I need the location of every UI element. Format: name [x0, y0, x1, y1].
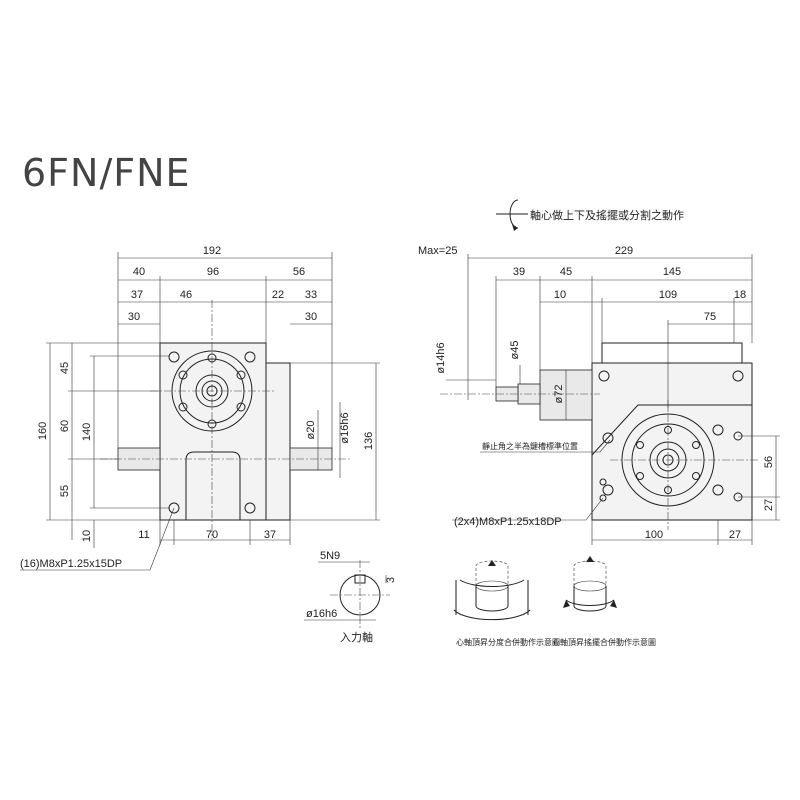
dim-height-bottom: 55 [59, 485, 71, 497]
dim-bottom-11: 11 [138, 529, 149, 541]
dim-h27: 27 [763, 499, 775, 511]
dim-h56: 56 [763, 456, 775, 468]
dim-39: 39 [513, 266, 525, 278]
front-view: 192 40 96 56 37 46 22 33 30 30 160 45 60… [20, 245, 380, 571]
dim-dia-14: ø14h6 [435, 342, 447, 373]
dim-b100: 100 [645, 529, 663, 541]
dim-dia-72: ø72 [553, 385, 565, 404]
dim-shaft-dia-16: ø16h6 [339, 412, 351, 443]
keyway-note: 靜止角之半為鍵槽標準位置 [482, 441, 578, 451]
dim-overall-width: 192 [203, 245, 221, 257]
side-view: Max=25 229 39 45 145 10 109 18 75 ø14h6 … [418, 245, 780, 545]
dim-height-total: 160 [37, 422, 49, 440]
dim-shaft-left-len: 30 [128, 311, 140, 323]
dim-right-b: 33 [305, 289, 317, 301]
rotation-arrow-icon [496, 199, 528, 231]
dim-height-mid: 60 [59, 420, 71, 432]
model-title: 6FN/FNE [22, 151, 191, 195]
front-side-plate [265, 362, 291, 521]
motion-diagram-index: 心軸頂昇分度合併動作示意圖 [453, 560, 560, 647]
key-detail: 5N9 3 ø16h6 入力軸 [304, 550, 397, 644]
dim-145: 145 [663, 266, 681, 278]
dim-bottom-37: 37 [264, 529, 276, 541]
motion-note: 軸心做上下及搖擺或分割之動作 [530, 208, 684, 222]
dim-left-offset: 40 [133, 266, 145, 278]
key-depth: 3 [385, 577, 397, 583]
dim-dia-45: ø45 [509, 341, 521, 360]
dim-height-10: 10 [81, 530, 93, 542]
side-housing [591, 362, 753, 521]
dim-right-a: 22 [272, 289, 284, 301]
dim-18: 18 [734, 289, 746, 301]
dim-overall: 229 [615, 245, 633, 257]
dim-max: Max=25 [418, 245, 457, 257]
dim-height-top: 45 [59, 362, 71, 374]
dim-109: 109 [659, 289, 677, 301]
front-callout: (16)M8xP1.25x15DP [20, 558, 122, 570]
side-callout: (2x4)M8xP1.25x18DP [454, 516, 562, 528]
dim-10: 10 [554, 289, 566, 301]
dim-shaft-left-a: 37 [131, 289, 143, 301]
dim-right-shaft-len: 30 [305, 311, 317, 323]
dim-center-span: 96 [207, 266, 219, 278]
dim-right-height: 136 [363, 432, 375, 450]
dim-75: 75 [704, 311, 716, 323]
dim-shaft-dia-20: ø20 [305, 421, 317, 440]
key-label: 入力軸 [340, 630, 373, 644]
motion-caption-oscillate: 心軸頂昇搖擺合併動作示意圖 [552, 637, 656, 647]
dim-height-140: 140 [81, 423, 93, 441]
dim-shaft-left-b: 46 [180, 289, 192, 301]
dim-bottom-70: 70 [206, 529, 218, 541]
side-flange-bolt-holes [636, 426, 700, 494]
side-corner-holes [598, 370, 744, 502]
dim-45: 45 [560, 266, 572, 278]
front-housing [159, 342, 267, 521]
motion-caption-index: 心軸頂昇分度合併動作示意圖 [456, 637, 560, 647]
dim-right-span: 56 [293, 266, 305, 278]
key-width: 5N9 [320, 550, 340, 562]
key-shaft-dia: ø16h6 [306, 608, 337, 620]
dim-b27: 27 [729, 529, 741, 541]
motion-diagram-oscillate: 心軸頂昇搖擺合併動作示意圖 [552, 556, 656, 647]
